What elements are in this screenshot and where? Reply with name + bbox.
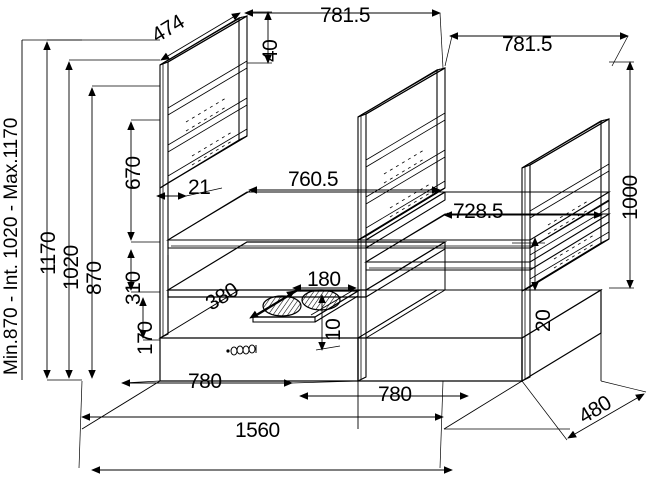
cooktop: [250, 289, 361, 323]
label-870: 870: [83, 261, 106, 295]
panel-right: [521, 118, 610, 382]
panel-middle: [357, 67, 446, 382]
label-1020: 1020: [60, 245, 83, 290]
control-knob-strip: [226, 344, 257, 356]
label-781-5-left: 781.5: [320, 4, 370, 27]
label-670: 670: [122, 156, 145, 190]
label-728-5: 728.5: [453, 200, 503, 223]
label-474: 474: [148, 10, 189, 47]
label-20: 20: [532, 310, 555, 332]
label-180: 180: [307, 268, 341, 291]
label-780-left: 780: [188, 370, 222, 393]
label-170: 170: [134, 321, 157, 355]
label-21: 21: [188, 176, 210, 199]
label-1560: 1560: [235, 419, 280, 442]
right-bay-opening: [365, 241, 446, 339]
label-height-range: Min.870 - Int. 1020 - Max.1170: [1, 118, 22, 375]
label-1000: 1000: [619, 175, 642, 220]
label-310: 310: [122, 271, 145, 305]
label-781-5-right: 781.5: [502, 33, 552, 56]
label-760-5: 760.5: [288, 168, 338, 191]
label-40: 40: [259, 40, 282, 62]
label-480: 480: [575, 391, 616, 428]
label-1170: 1170: [37, 232, 60, 275]
floor-footprint: [81, 333, 602, 430]
label-10: 10: [322, 319, 345, 341]
shelf-lower-right: [364, 212, 611, 271]
dimension-lines: [21, 9, 647, 474]
label-780-right: 780: [378, 383, 412, 406]
label-380: 380: [202, 278, 243, 315]
dimension-labels: Min.870 - Int. 1020 - Max.1170 1170 1020…: [1, 4, 642, 442]
